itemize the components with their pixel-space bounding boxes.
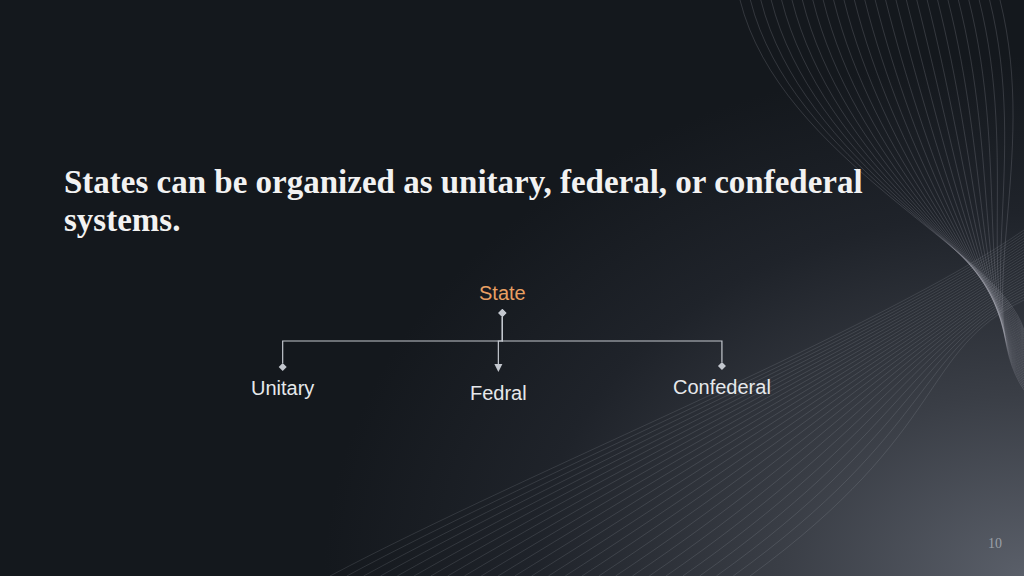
decor-curve xyxy=(515,261,1024,576)
connector-line xyxy=(502,317,722,362)
connector-dot xyxy=(498,309,506,317)
node-label: State xyxy=(479,282,526,305)
decor-curve xyxy=(1000,0,1024,390)
decor-curve xyxy=(582,272,1024,576)
decor-curve xyxy=(448,250,1024,576)
connector-dot xyxy=(718,362,726,370)
decor-curve xyxy=(565,269,1024,576)
decor-curve xyxy=(649,283,1024,576)
decor-curve xyxy=(532,264,1024,576)
branch-node: Fedral xyxy=(464,380,533,407)
decor-curve xyxy=(969,0,1024,383)
decor-curve xyxy=(938,0,1024,376)
decor-curve xyxy=(498,258,1024,576)
root-node: State xyxy=(473,280,532,307)
decor-curve xyxy=(397,241,1024,576)
decor-curve xyxy=(330,230,1024,576)
branch-node: Unitary xyxy=(245,375,320,402)
decor-curve xyxy=(666,286,1024,576)
decor-curve xyxy=(431,247,1024,576)
decor-curve xyxy=(464,252,1024,576)
decor-curve xyxy=(548,266,1024,576)
connector-dot xyxy=(498,309,506,317)
decor-curve xyxy=(906,0,1024,368)
node-label: Confederal xyxy=(673,376,771,399)
decor-curve xyxy=(347,233,1024,576)
connector-dot xyxy=(279,363,287,371)
arrow-head xyxy=(494,364,502,372)
decor-curve xyxy=(716,294,1024,576)
connector-line xyxy=(283,317,503,363)
decor-curve xyxy=(380,238,1024,576)
connector-dot xyxy=(498,309,506,317)
page-number: 10 xyxy=(988,536,1002,552)
slide-title: States can be organized as unitary, fede… xyxy=(64,163,964,239)
decor-curve xyxy=(632,280,1024,576)
branch-node: Confederal xyxy=(667,374,777,401)
tree-connector xyxy=(498,309,726,370)
decor-curve xyxy=(750,300,1024,576)
decor-curve xyxy=(481,255,1024,576)
decor-curve xyxy=(616,278,1024,576)
decor-curve xyxy=(990,0,1024,388)
tree-connector xyxy=(279,309,507,371)
decor-curve xyxy=(414,244,1024,576)
decor-curve xyxy=(700,292,1024,576)
decor-curve xyxy=(364,236,1024,576)
node-label: Unitary xyxy=(251,377,314,400)
decor-curve xyxy=(979,0,1024,385)
decor-curve xyxy=(599,275,1024,576)
decor-curve xyxy=(683,289,1024,576)
decor-curve xyxy=(733,297,1024,576)
node-label: Fedral xyxy=(470,382,527,405)
